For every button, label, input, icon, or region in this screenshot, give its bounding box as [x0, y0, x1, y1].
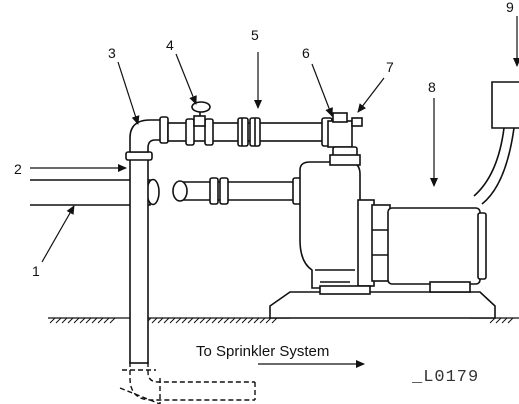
discharge-pipe	[167, 117, 333, 147]
arrow-6	[311, 63, 333, 117]
suction-pipe	[172, 177, 303, 205]
base-plate	[269, 281, 496, 319]
arrow-1	[41, 205, 75, 263]
ground	[48, 317, 519, 324]
arrow-4	[175, 53, 197, 105]
pump-adapter	[357, 199, 391, 287]
intake-pipe	[30, 178, 160, 206]
callout-1: 1	[32, 263, 40, 279]
pump-casing	[299, 154, 361, 289]
underground-pipe	[119, 362, 256, 404]
motor	[387, 207, 487, 285]
priming-fitting	[327, 112, 363, 158]
figure-code: _L0179	[411, 368, 479, 387]
callout-4: 4	[166, 37, 174, 53]
elbow-fitting	[129, 116, 169, 153]
callout-2: 2	[14, 161, 22, 177]
callout-7: 7	[386, 59, 394, 75]
callout-6: 6	[302, 45, 310, 61]
arrow-3	[117, 61, 140, 125]
sprinkler-caption: To Sprinkler System	[196, 343, 329, 360]
callout-5: 5	[251, 27, 259, 43]
riser-pipe	[125, 151, 153, 364]
callout-3: 3	[108, 45, 116, 61]
callout-9: 9	[506, 0, 514, 15]
callout-8: 8	[428, 79, 436, 95]
callout-arrows	[30, 16, 519, 368]
control-box	[473, 81, 519, 205]
arrow-7	[357, 77, 385, 113]
